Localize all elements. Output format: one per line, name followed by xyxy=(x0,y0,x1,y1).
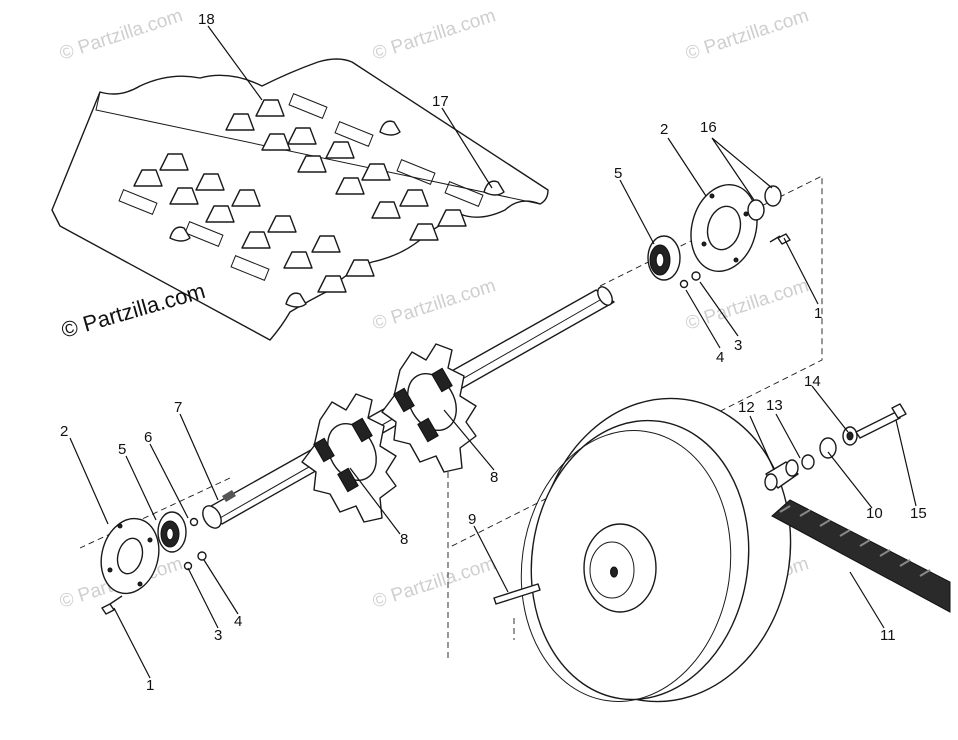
drive-sprocket xyxy=(381,343,477,473)
callout-17: 17 xyxy=(432,93,449,110)
watermark: © Partzilla.com xyxy=(370,553,498,613)
callout-3: 3 xyxy=(734,337,742,354)
watermark: © Partzilla.com xyxy=(683,5,811,65)
spacer-bolt-stack xyxy=(764,403,907,491)
callout-4: 4 xyxy=(234,613,242,630)
track-lugs xyxy=(133,99,467,293)
callout-15: 15 xyxy=(910,505,927,522)
callout-18: 18 xyxy=(198,11,215,28)
callout-6: 6 xyxy=(144,429,152,446)
callouts: 18 17 2 16 5 1 3 4 7 2 5 6 8 8 9 12 13 1… xyxy=(60,11,927,694)
callout-14: 14 xyxy=(804,373,821,390)
callout-1: 1 xyxy=(814,305,822,322)
callout-8: 8 xyxy=(490,469,498,486)
drive-sprocket xyxy=(301,393,397,523)
bearing-left xyxy=(157,511,187,553)
callout-3: 3 xyxy=(214,627,222,644)
watermark: © Partzilla.com xyxy=(370,275,498,335)
callout-11: 11 xyxy=(880,627,896,644)
bearing-flange-left xyxy=(100,517,160,595)
callout-5: 5 xyxy=(614,165,622,182)
callout-16: 16 xyxy=(700,119,717,136)
callout-5: 5 xyxy=(118,441,126,458)
watermark: © Partzilla.com xyxy=(57,5,185,65)
bearing-flange-right xyxy=(690,183,758,273)
bearing-right xyxy=(647,235,681,281)
key xyxy=(493,583,541,605)
drive-belt xyxy=(771,499,951,613)
drive-pulley xyxy=(520,397,792,703)
callout-13: 13 xyxy=(766,397,783,414)
callout-7: 7 xyxy=(174,399,182,416)
hardware-left xyxy=(101,517,207,615)
callout-2: 2 xyxy=(60,423,68,440)
callout-12: 12 xyxy=(738,399,755,416)
callout-8: 8 xyxy=(400,531,408,548)
track-clips xyxy=(169,120,505,308)
callout-2: 2 xyxy=(660,121,668,138)
callout-1: 1 xyxy=(146,677,154,694)
watermark: © Partzilla.com xyxy=(683,275,811,335)
callout-4: 4 xyxy=(716,349,724,366)
watermark: © Partzilla.com xyxy=(370,5,498,65)
leader-lines xyxy=(69,25,917,679)
copyright-label: © Partzilla.com xyxy=(58,278,207,343)
callout-9: 9 xyxy=(468,511,476,528)
track-section xyxy=(51,58,549,341)
lock-collar-16 xyxy=(747,185,782,221)
callout-10: 10 xyxy=(866,505,883,522)
track-windows xyxy=(118,93,484,281)
